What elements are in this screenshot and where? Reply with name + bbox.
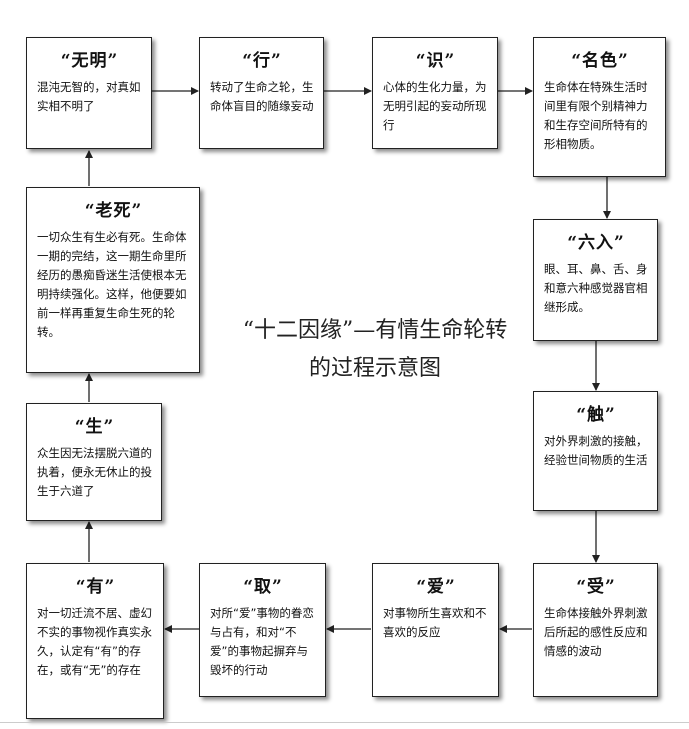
node-title: “受”: [576, 577, 616, 597]
node-description: 生命体接触外界刺激后所起的感性反应和情感的波动: [544, 606, 648, 658]
node-qu: “取” 对所“爱”事物的眷恋与占有，和对“不爱”的事物起摒弃与毁坏的行动: [199, 563, 326, 697]
node-chu: “触” 对外界刺激的接触，经验世间物质的生活: [533, 391, 658, 511]
node-description: 混沌无智的，对真如实相不明了: [37, 80, 141, 113]
node-title: “触”: [576, 405, 616, 425]
node-description: 转动了生命之轮，生命体盲目的随缘妄动: [210, 80, 314, 113]
node-description: 对所“爱”事物的眷恋与占有，和对“不爱”的事物起摒弃与毁坏的行动: [210, 606, 314, 677]
node-description: 一切众生有生必有死。生命体一期的完结，这一期生命里所经历的愚痴昏迷生活使根本无明…: [37, 230, 187, 339]
node-liuru: “六入” 眼、耳、鼻、舌、身和意六种感觉器官相继形成。: [533, 219, 658, 341]
node-description: 对外界刺激的接触，经验世间物质的生活: [544, 434, 648, 467]
node-title: “有”: [75, 577, 116, 597]
diagram-caption: “十二因缘”—有情生命轮转的过程示意图: [242, 318, 508, 381]
node-title: “爱”: [416, 577, 456, 597]
node-laosi: “老死” 一切众生有生必有死。生命体一期的完结，这一期生命里所经历的愚痴昏迷生活…: [26, 187, 200, 373]
node-title: “取”: [243, 577, 283, 597]
node-you: “有” 对一切迁流不居、虚幻不实的事物视作真实永久，认定有“有”的存在，或有“无…: [26, 563, 164, 719]
node-shou: “受” 生命体接触外界刺激后所起的感性反应和情感的波动: [533, 563, 658, 697]
node-ai: “爱” 对事物所生喜欢和不喜欢的反应: [372, 563, 499, 697]
node-title: “识”: [415, 51, 456, 71]
node-title: “六入”: [567, 233, 625, 253]
node-mingse: “名色” 生命体在特殊生活时间里有限个别精神力和生存空间所特有的形相物质。: [533, 37, 666, 177]
bottom-divider: [0, 722, 689, 723]
node-description: 心体的生化力量，为无明引起的妄动所现行: [383, 80, 487, 132]
node-wuming: “无明” 混沌无智的，对真如实相不明了: [26, 37, 152, 149]
node-title: “无明”: [60, 51, 119, 71]
node-title: “名色”: [571, 51, 629, 71]
node-description: 众生因无法摆脱六道的执着，便永无休止的投生于六道了: [37, 446, 152, 498]
node-description: 对事物所生喜欢和不喜欢的反应: [383, 606, 487, 639]
node-description: 生命体在特殊生活时间里有限个别精神力和生存空间所特有的形相物质。: [544, 80, 648, 151]
node-description: 眼、耳、鼻、舌、身和意六种感觉器官相继形成。: [544, 262, 648, 314]
node-sheng: “生” 众生因无法摆脱六道的执着，便永无休止的投生于六道了: [26, 403, 162, 521]
node-title: “老死”: [84, 201, 143, 221]
node-xing: “行” 转动了生命之轮，生命体盲目的随缘妄动: [199, 37, 324, 149]
node-shi: “识” 心体的生化力量，为无明引起的妄动所现行: [372, 37, 498, 149]
node-title: “生”: [74, 417, 115, 437]
node-title: “行”: [242, 51, 282, 71]
node-description: 对一切迁流不居、虚幻不实的事物视作真实永久，认定有“有”的存在，或有“无”的存在: [37, 606, 152, 677]
